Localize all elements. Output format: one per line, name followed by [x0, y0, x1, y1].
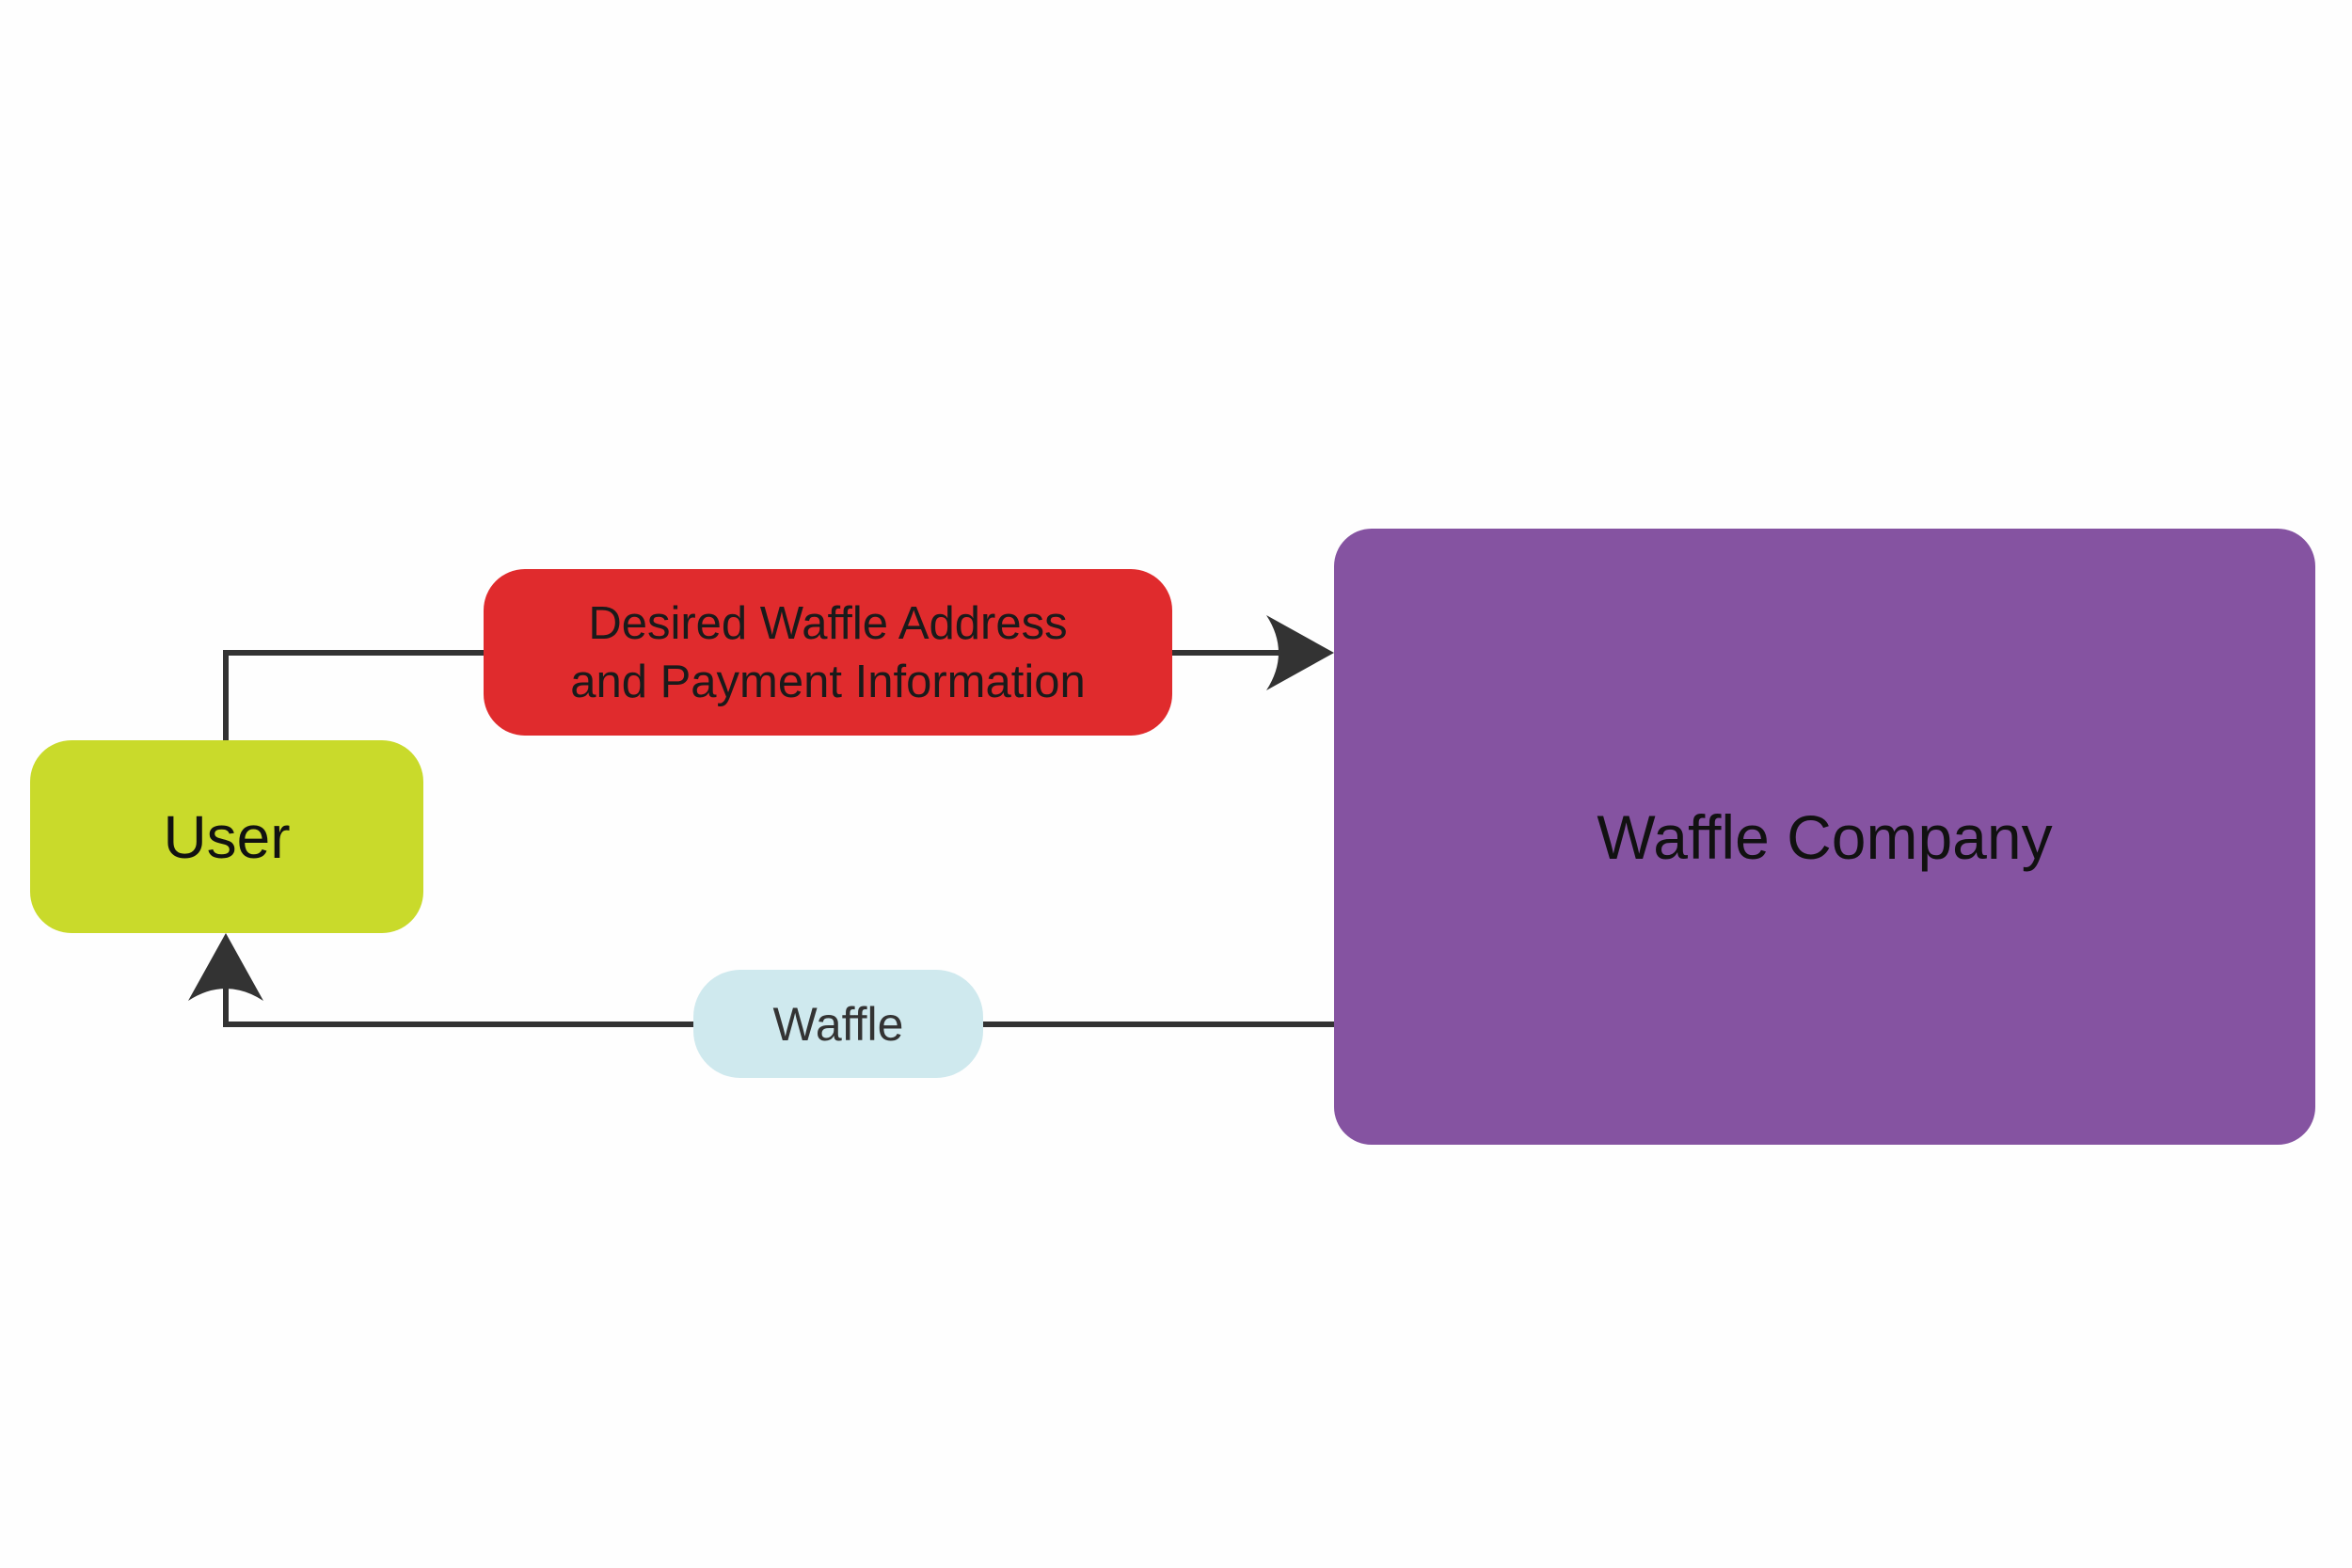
user-node-label: User — [163, 802, 291, 871]
delivery-arrowhead-icon — [188, 933, 263, 1001]
waffle-company-node-label: Waffle Company — [1597, 801, 2053, 872]
request-edge-label-line2: and Payment Information — [570, 656, 1086, 707]
request-edge-label-line1: Desired Waffle Address — [588, 597, 1068, 649]
request-edge-label: Desired Waffle Address and Payment Infor… — [484, 569, 1172, 736]
user-node: User — [30, 740, 423, 933]
request-arrowhead-icon — [1266, 615, 1334, 690]
delivery-edge-label-text: Waffle — [772, 997, 904, 1051]
delivery-edge-label: Waffle — [693, 970, 983, 1078]
waffle-company-node: Waffle Company — [1334, 529, 2315, 1145]
